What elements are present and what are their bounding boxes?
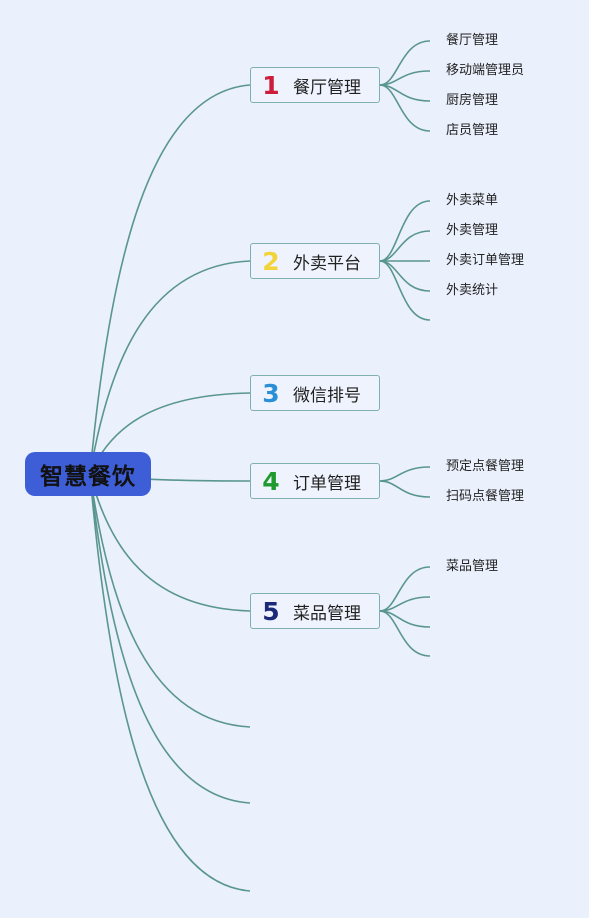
leaf-1-3[interactable]: 厨房管理 <box>446 93 499 108</box>
root-connector-8 <box>89 473 251 892</box>
leaf-4-2[interactable]: 扫码点餐管理 <box>446 489 525 504</box>
root-connector-1 <box>89 84 251 475</box>
leaf-2-4[interactable]: 外卖统计 <box>446 283 499 298</box>
leaf-2-1[interactable]: 外卖菜单 <box>446 193 499 208</box>
leaf-connector-2-1 <box>379 200 431 262</box>
branch-node-1[interactable]: 1 餐厅管理 <box>250 67 380 103</box>
root-connector-2 <box>89 260 251 475</box>
leaf-connector-5-1 <box>379 566 431 612</box>
root-connector-7 <box>89 473 251 804</box>
leaf-2-2[interactable]: 外卖管理 <box>446 223 499 238</box>
branch-number-4: 4 <box>262 466 280 496</box>
root-connector-6 <box>89 473 251 728</box>
branch-node-2[interactable]: 2 外卖平台 <box>250 243 380 279</box>
root-connector-5 <box>89 473 251 612</box>
leaf-connector-2-5 <box>379 260 431 321</box>
leaf-1-1[interactable]: 餐厅管理 <box>446 33 499 48</box>
branch-number-2: 2 <box>262 246 280 276</box>
leaf-connector-5-4 <box>379 610 431 657</box>
leaf-4-1[interactable]: 预定点餐管理 <box>446 459 525 474</box>
branch-label-4: 订单管理 <box>293 473 361 494</box>
leaf-connector-4-2 <box>379 480 431 498</box>
branch-label-5: 菜品管理 <box>293 603 361 624</box>
leaf-5-1[interactable]: 菜品管理 <box>446 559 499 574</box>
branch-number-1: 1 <box>262 70 280 100</box>
root-node[interactable]: 智慧餐饮 <box>25 452 151 496</box>
leaf-1-4[interactable]: 店员管理 <box>446 123 499 138</box>
leaf-connector-4-1 <box>379 466 431 482</box>
leaf-connector-1-4 <box>379 84 431 132</box>
branch-label-1: 餐厅管理 <box>293 77 361 98</box>
branch-node-3[interactable]: 3 微信排号 <box>250 375 380 411</box>
leaf-connector-2-2 <box>379 230 431 262</box>
branch-label-3: 微信排号 <box>293 385 361 406</box>
branch-number-5: 5 <box>262 596 280 626</box>
branch-number-3: 3 <box>262 378 280 408</box>
leaf-1-2[interactable]: 移动端管理员 <box>446 63 525 78</box>
branch-node-4[interactable]: 4 订单管理 <box>250 463 380 499</box>
branch-label-2: 外卖平台 <box>293 253 361 274</box>
branch-node-5[interactable]: 5 菜品管理 <box>250 593 380 629</box>
leaf-2-3[interactable]: 外卖订单管理 <box>446 253 525 268</box>
leaf-connector-1-1 <box>379 40 431 86</box>
